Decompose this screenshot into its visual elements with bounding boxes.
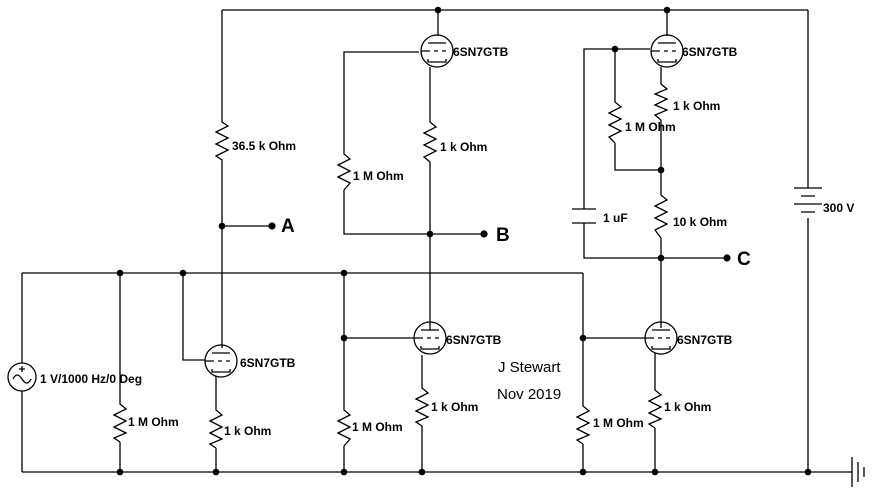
tube-symbol [420,34,454,68]
resistor-label: 1 k Ohm [673,99,720,113]
junction-dots [116,6,812,476]
node-label-a: A [281,216,295,237]
node-label-b: B [496,225,510,246]
capacitor-label: 1 uF [603,211,628,225]
battery-symbol [794,187,822,213]
resistor-symbols [112,80,669,449]
tube-symbol [204,344,238,378]
resistor-label: 1 M Ohm [353,169,404,183]
resistor-label: 1 k Ohm [224,424,271,438]
resistor-label: 1 k Ohm [440,140,487,154]
resistor-label: 10 k Ohm [673,215,727,229]
resistor-label: 1 M Ohm [352,420,403,434]
author-date: Nov 2019 [497,386,561,403]
resistor-label: 1 k Ohm [664,400,711,414]
tube-label: 6SN7GTB [682,45,738,59]
ac-source-symbol [7,362,37,392]
resistor-label: 1 k Ohm [431,400,478,414]
battery-label: 300 V [823,201,854,215]
resistor-label: 1 M Ohm [593,416,644,430]
tube-symbol [644,321,678,355]
tube-label: 6SN7GTB [240,356,296,370]
capacitor-symbol [572,208,596,224]
wires [21,9,852,473]
tube-label: 6SN7GTB [677,333,733,347]
source-label: 1 V/1000 Hz/0 Deg [40,372,142,386]
tube-symbol [413,321,447,355]
author-name: J Stewart [498,359,561,376]
resistor-label: 36.5 k Ohm [232,139,296,153]
tube-label: 6SN7GTB [453,45,509,59]
resistor-label: 1 M Ohm [128,415,179,429]
ground-symbol [851,457,865,487]
tube-symbol [650,34,684,68]
tube-label: 6SN7GTB [446,333,502,347]
node-label-c: C [737,249,751,270]
resistor-label: 1 M Ohm [625,120,676,134]
